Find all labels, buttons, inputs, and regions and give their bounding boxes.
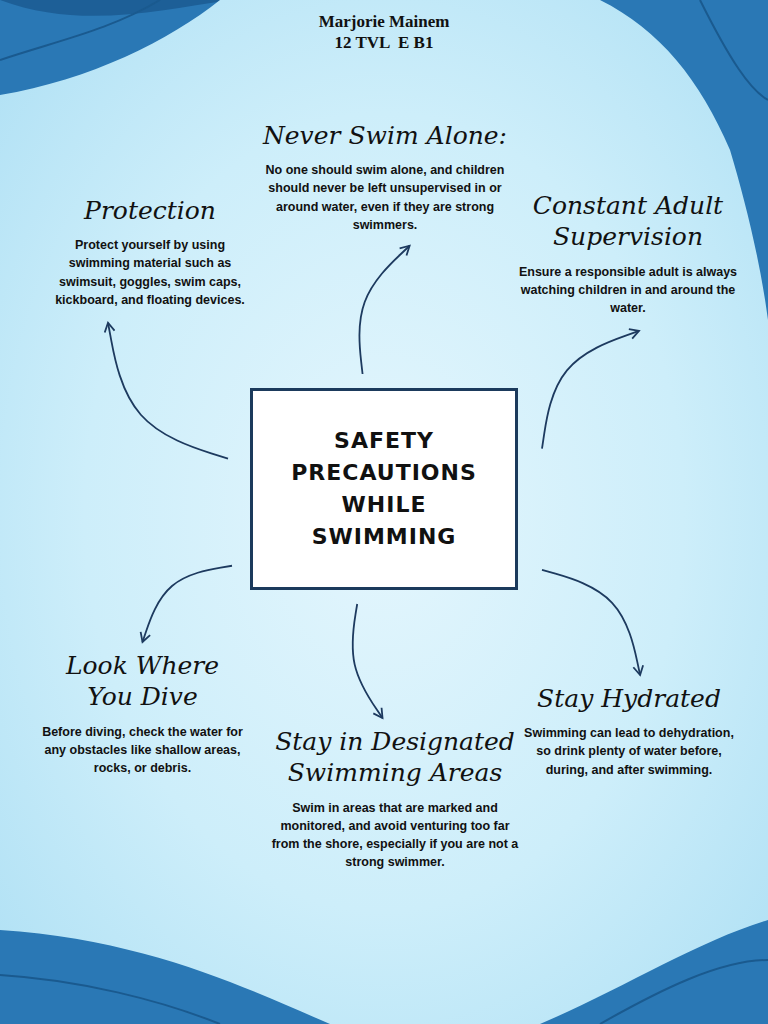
curved-arrow [542, 331, 639, 449]
topic-body: No one should swim alone, and children s… [262, 161, 508, 234]
corner-wave [0, 0, 230, 16]
wave-line [600, 960, 768, 1024]
wave-line [0, 0, 160, 60]
topic-body: Swim in areas that are marked and monito… [270, 799, 520, 872]
center-box: SAFETY PRECAUTIONS WHILE SWIMMING [250, 388, 518, 590]
wave-line [0, 975, 220, 1024]
topic-body: Protect yourself by using swimming mater… [45, 236, 255, 309]
topic-body: Swimming can lead to dehydration, so dri… [518, 724, 740, 778]
topic-block: Constant Adult SupervisionEnsure a respo… [518, 190, 738, 317]
author-name: Marjorie Mainem [0, 12, 768, 32]
curved-arrow [108, 323, 228, 459]
topic-heading: Never Swim Alone: [262, 120, 508, 151]
curved-arrow [542, 570, 640, 675]
curved-arrow [143, 566, 233, 642]
curved-arrow [353, 604, 383, 718]
curved-arrow [359, 246, 409, 374]
topic-block: Never Swim Alone: No one should swim alon… [262, 120, 508, 234]
wave-line [700, 0, 768, 100]
topic-block: Stay HydratedSwimming can lead to dehydr… [518, 683, 740, 779]
topic-heading: Constant Adult Supervision [518, 190, 738, 253]
topic-body: Before diving, check the water for any o… [40, 723, 245, 777]
topic-block: Stay in Designated Swimming AreasSwim in… [270, 726, 520, 871]
topic-block: Look Where You DiveBefore diving, check … [40, 650, 245, 777]
topic-heading: Look Where You Dive [40, 650, 245, 713]
topic-block: ProtectionProtect yourself by using swim… [45, 195, 255, 309]
class-section: 12 TVL E B1 [0, 33, 768, 53]
topic-heading: Stay Hydrated [518, 683, 740, 714]
topic-body: Ensure a responsible adult is always wat… [518, 263, 738, 317]
center-title: SAFETY PRECAUTIONS WHILE SWIMMING [267, 425, 501, 553]
topic-heading: Stay in Designated Swimming Areas [270, 726, 520, 789]
topic-heading: Protection [45, 195, 255, 226]
